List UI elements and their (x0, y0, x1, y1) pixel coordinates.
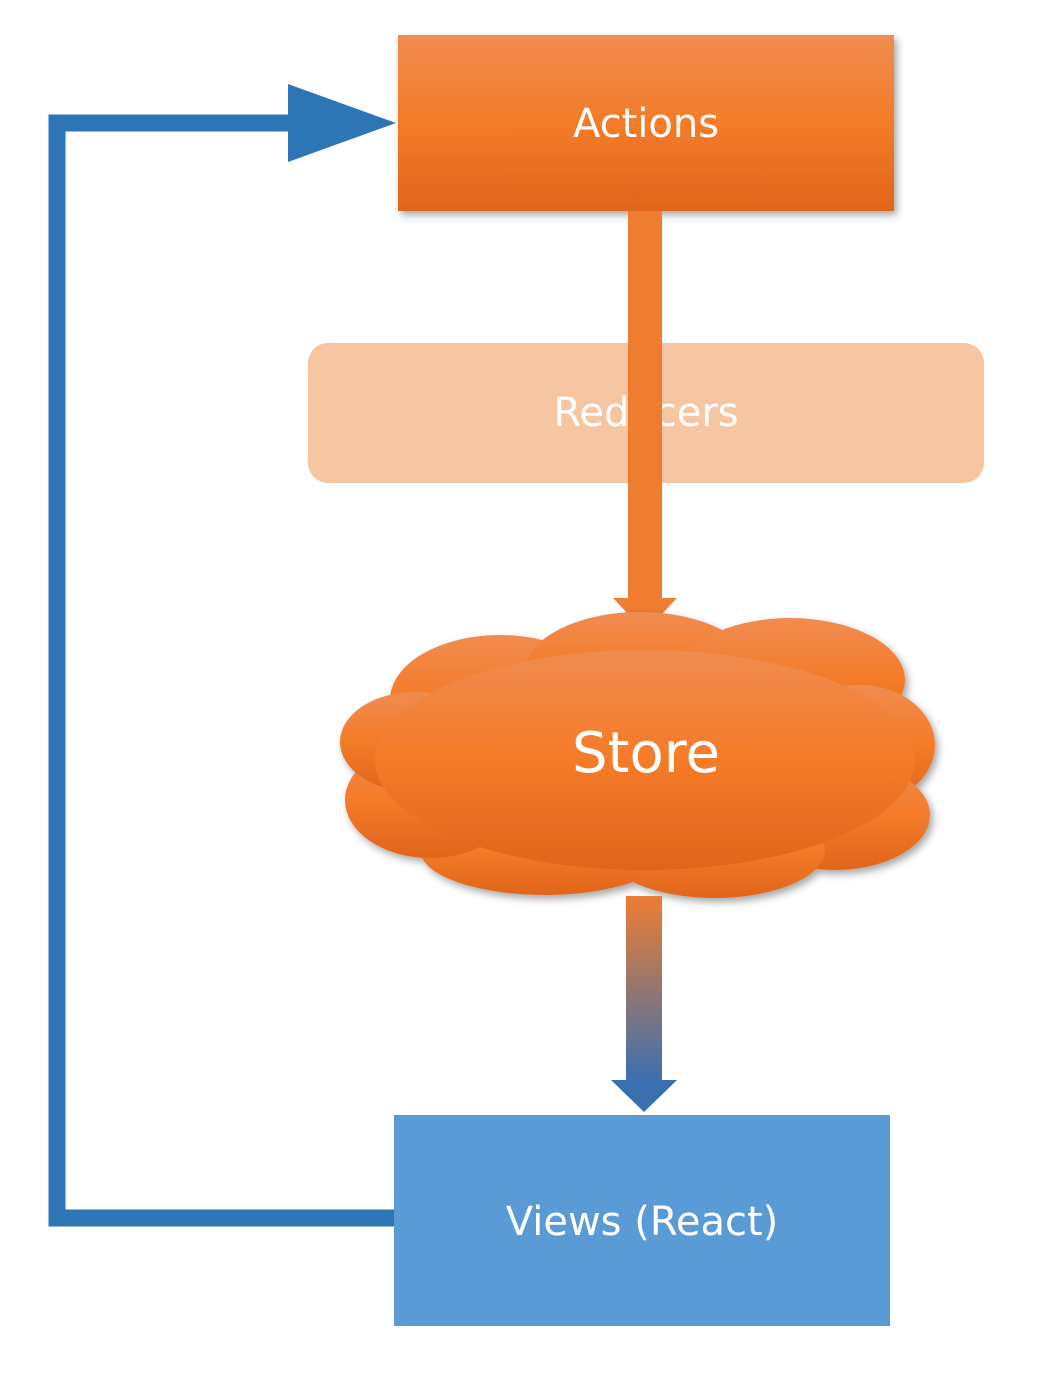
store-to-views-arrow (611, 896, 677, 1112)
views-node[interactable]: Views (React) (394, 1115, 890, 1326)
views-to-actions-loop-arrow (48, 84, 396, 1227)
actions-node[interactable]: Actions (398, 35, 894, 211)
actions-label: Actions (573, 101, 719, 147)
store-label: Store (572, 721, 720, 786)
views-label: Views (React) (506, 1199, 778, 1245)
actions-to-store-arrow (613, 211, 677, 632)
store-node[interactable] (340, 612, 935, 898)
